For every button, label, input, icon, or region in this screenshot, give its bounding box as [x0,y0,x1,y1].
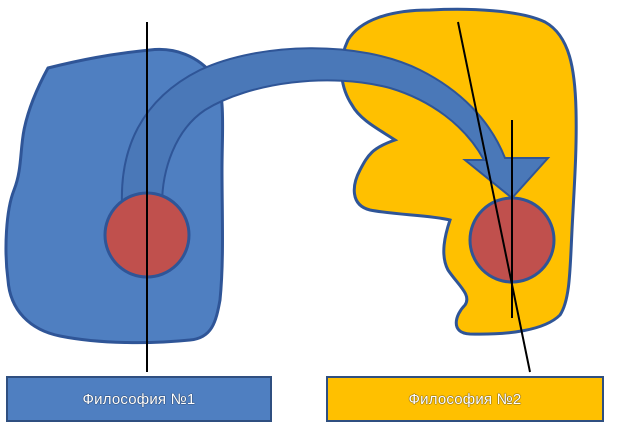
right-label-text: Философия №2 [408,390,522,408]
right-axis-line [457,21,531,373]
right-philosophy-label: Философия №2 [326,376,604,422]
left-philosophy-label: Философия №1 [6,376,272,422]
transfer-arrow [120,47,551,206]
left-label-text: Философия №1 [82,390,196,408]
